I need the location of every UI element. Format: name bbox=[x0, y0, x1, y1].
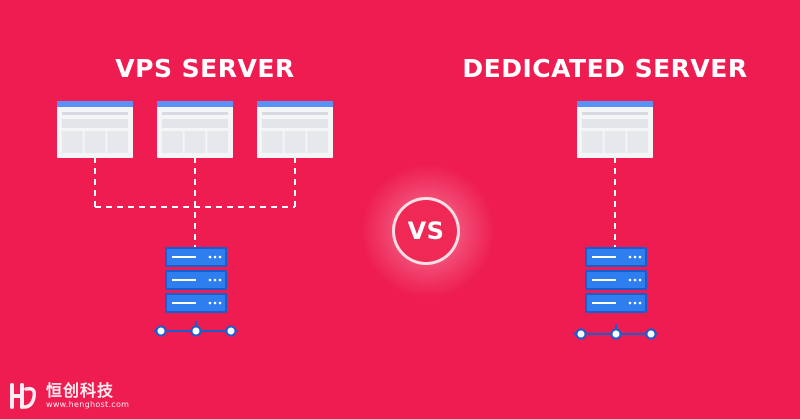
vps-connectors bbox=[94, 157, 296, 247]
vs-badge: VS bbox=[392, 197, 460, 265]
vps-network-nodes-icon bbox=[154, 321, 238, 337]
server-unit bbox=[585, 293, 647, 313]
nodes-layer bbox=[154, 321, 658, 340]
dedicated-network-nodes-icon bbox=[574, 324, 658, 340]
server-unit bbox=[585, 270, 647, 290]
server-unit bbox=[165, 247, 227, 267]
vps-server-rack-icon bbox=[165, 247, 227, 313]
vps-browser-window-icon-1 bbox=[57, 101, 133, 158]
watermark-url: www.henghost.com bbox=[46, 400, 130, 409]
vps-browser-window-icon-3 bbox=[257, 101, 333, 158]
watermark: 恒创科技 www.henghost.com bbox=[6, 376, 129, 416]
server-unit bbox=[165, 270, 227, 290]
vs-label: VS bbox=[407, 217, 445, 245]
dedicated-server-title: DEDICATED SERVER bbox=[462, 54, 748, 83]
server-unit bbox=[165, 293, 227, 313]
dedicated-server-rack-icon bbox=[585, 247, 647, 313]
windows-layer bbox=[57, 101, 653, 158]
vps-server-title: VPS SERVER bbox=[115, 54, 295, 83]
watermark-brand: 恒创科技 bbox=[46, 381, 115, 400]
servers-layer bbox=[165, 247, 647, 313]
vps-browser-window-icon-2 bbox=[157, 101, 233, 158]
dedicated-browser-window-icon bbox=[577, 101, 653, 158]
henghost-logo-icon bbox=[10, 383, 37, 409]
server-unit bbox=[585, 247, 647, 267]
